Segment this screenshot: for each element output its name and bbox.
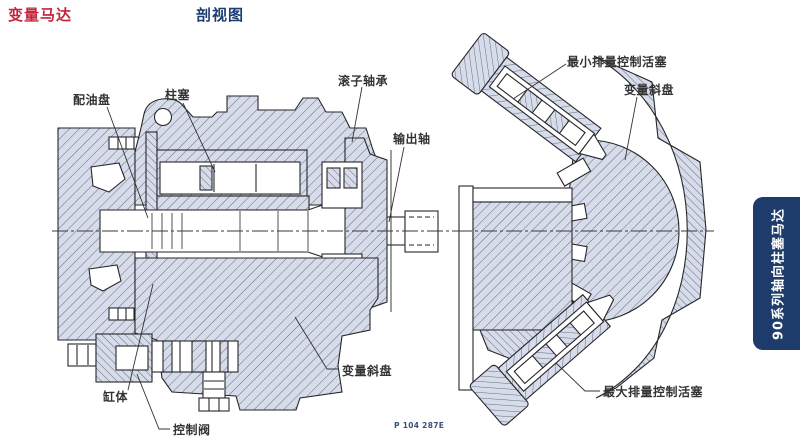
leader-min-piston: [512, 63, 567, 100]
leader-swashplate-right: [624, 96, 638, 161]
leader-max-piston: [555, 362, 600, 392]
leader-cylinder-block: [127, 283, 154, 391]
rear-end-cap: [57, 127, 148, 341]
label-roller-bearing: 滚子轴承: [338, 74, 389, 88]
side-tab: 90系列轴向柱塞马达: [753, 197, 800, 350]
left-view: [52, 95, 466, 412]
right-view: [451, 33, 714, 426]
figure-code: P 104 287E: [394, 421, 445, 430]
leader-piston: [182, 102, 216, 173]
leader-roller-bearing: [351, 86, 363, 143]
label-output-shaft: 输出轴: [393, 132, 431, 146]
leader-lines: [106, 63, 638, 430]
label-cylinder-block: 缸体: [103, 390, 129, 404]
right-housing: [593, 55, 707, 399]
cylinder-block-shape: [156, 149, 310, 211]
leader-swashplate-left: [294, 316, 339, 370]
page-title: 变量马达: [8, 6, 73, 24]
side-tab-label: 90系列轴向柱塞马达: [771, 207, 786, 340]
label-port-plate: 配油盘: [73, 93, 111, 107]
leader-port-plate: [106, 106, 149, 219]
control-valve-shape: [67, 333, 239, 412]
max-control-piston-shape: [469, 293, 615, 426]
section-title: 剖视图: [196, 6, 245, 24]
label-max-displacement-control-piston: 最大排量控制活塞: [603, 385, 704, 399]
leader-control-valve: [136, 373, 170, 430]
label-min-displacement-control-piston: 最小排量控制活塞: [567, 55, 668, 69]
min-control-piston-shape: [451, 33, 607, 163]
lower-housing: [134, 257, 379, 411]
label-variable-swashplate-left: 变量斜盘: [342, 364, 393, 378]
label-variable-swashplate-right: 变量斜盘: [624, 83, 675, 97]
lug-hole: [153, 107, 173, 127]
output-shaft-shape: [378, 210, 439, 253]
label-piston: 柱塞: [165, 88, 191, 102]
label-control-valve: 控制阀: [173, 423, 211, 437]
right-view-block: [458, 185, 573, 391]
leader-output-shaft: [388, 146, 405, 223]
